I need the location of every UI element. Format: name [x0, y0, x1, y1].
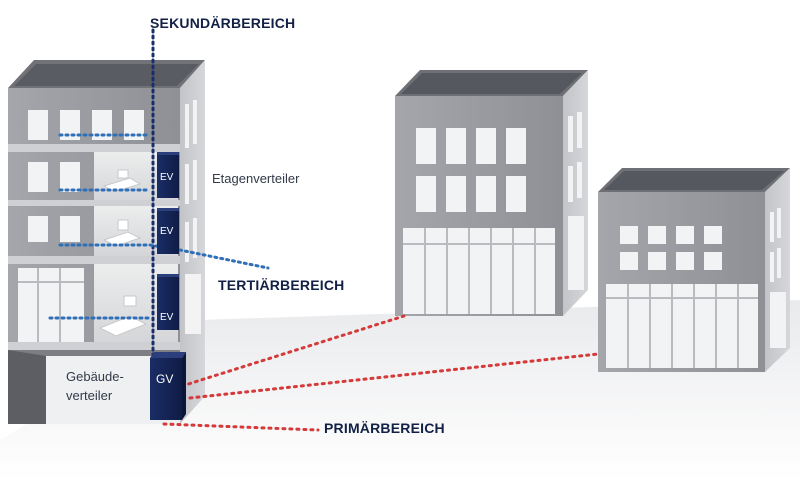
building-right: [598, 168, 790, 372]
building-distributor-label-line2: verteiler: [66, 388, 113, 403]
floor-distributor-label: Etagenverteiler: [212, 171, 300, 186]
tertiary-cabling: [48, 133, 270, 320]
floor-distributor-rack-2: [157, 208, 179, 254]
primary-cabling: [162, 314, 600, 432]
building-distributor-rack: [150, 352, 186, 420]
floor-distributor-rack-3: [157, 274, 179, 330]
floor-distributor-rack-1: [157, 152, 179, 198]
secondary-area-label: SEKUNDÄRBEREICH: [150, 15, 296, 31]
primary-area-label: PRIMÄRBEREICH: [324, 420, 445, 436]
building-center: [395, 70, 588, 316]
ev-label-1: EV: [160, 172, 174, 183]
ev-label-3: EV: [160, 312, 174, 323]
building-left: [8, 60, 205, 424]
gv-label: GV: [156, 372, 174, 386]
ev-label-2: EV: [160, 226, 174, 237]
tertiary-area-label: TERTIÄRBEREICH: [218, 277, 345, 293]
building-distributor-label-line1: Gebäude-: [66, 369, 124, 384]
